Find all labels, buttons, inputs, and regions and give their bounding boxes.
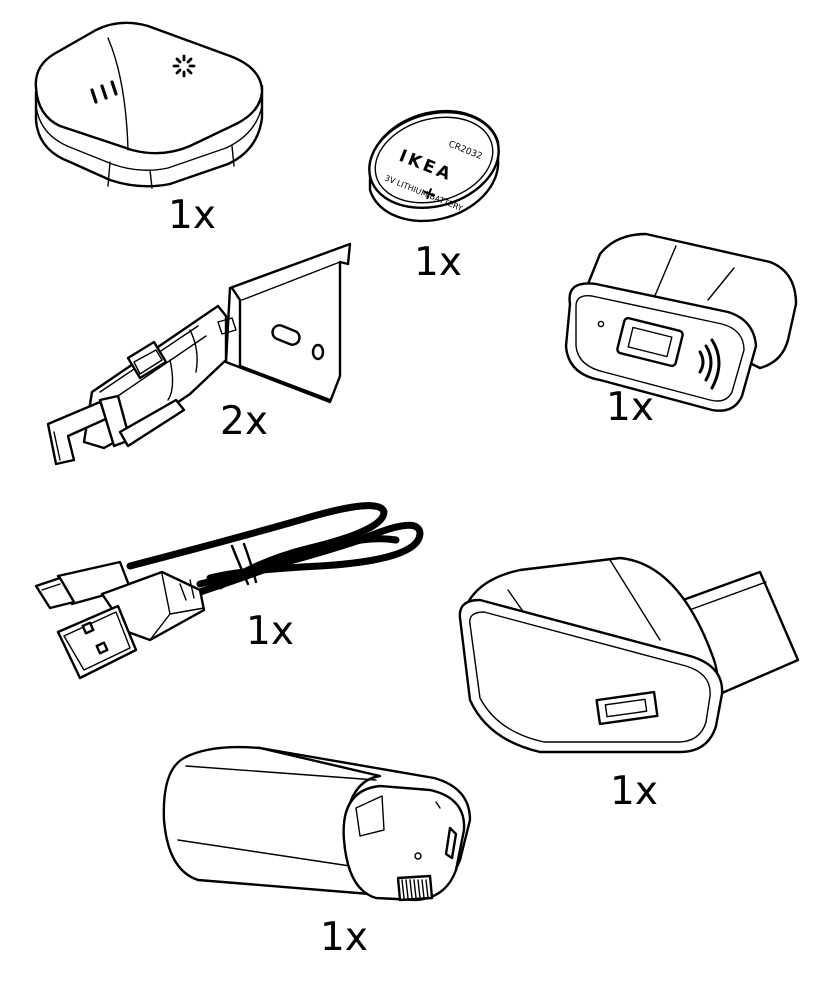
usb-receiver-icon	[566, 234, 796, 411]
shortcut-button-icon	[36, 23, 262, 188]
coin-battery-quantity: 1x	[414, 243, 462, 282]
receiver-quantity: 1x	[606, 388, 654, 427]
adapter-quantity: 1x	[610, 772, 658, 811]
remote-quantity: 1x	[168, 196, 216, 235]
battery-pack-quantity: 1x	[320, 918, 368, 957]
bracket-quantity: 2x	[220, 402, 268, 441]
battery-pack-icon	[164, 747, 470, 900]
usb-cable-icon	[36, 506, 420, 678]
coin-battery-icon: IKEA CR2032 3V LITHIUM BATTERY +	[358, 98, 510, 223]
cable-quantity: 1x	[246, 612, 294, 651]
mounting-bracket-icon	[48, 244, 350, 464]
usb-adapter-icon	[460, 558, 798, 752]
